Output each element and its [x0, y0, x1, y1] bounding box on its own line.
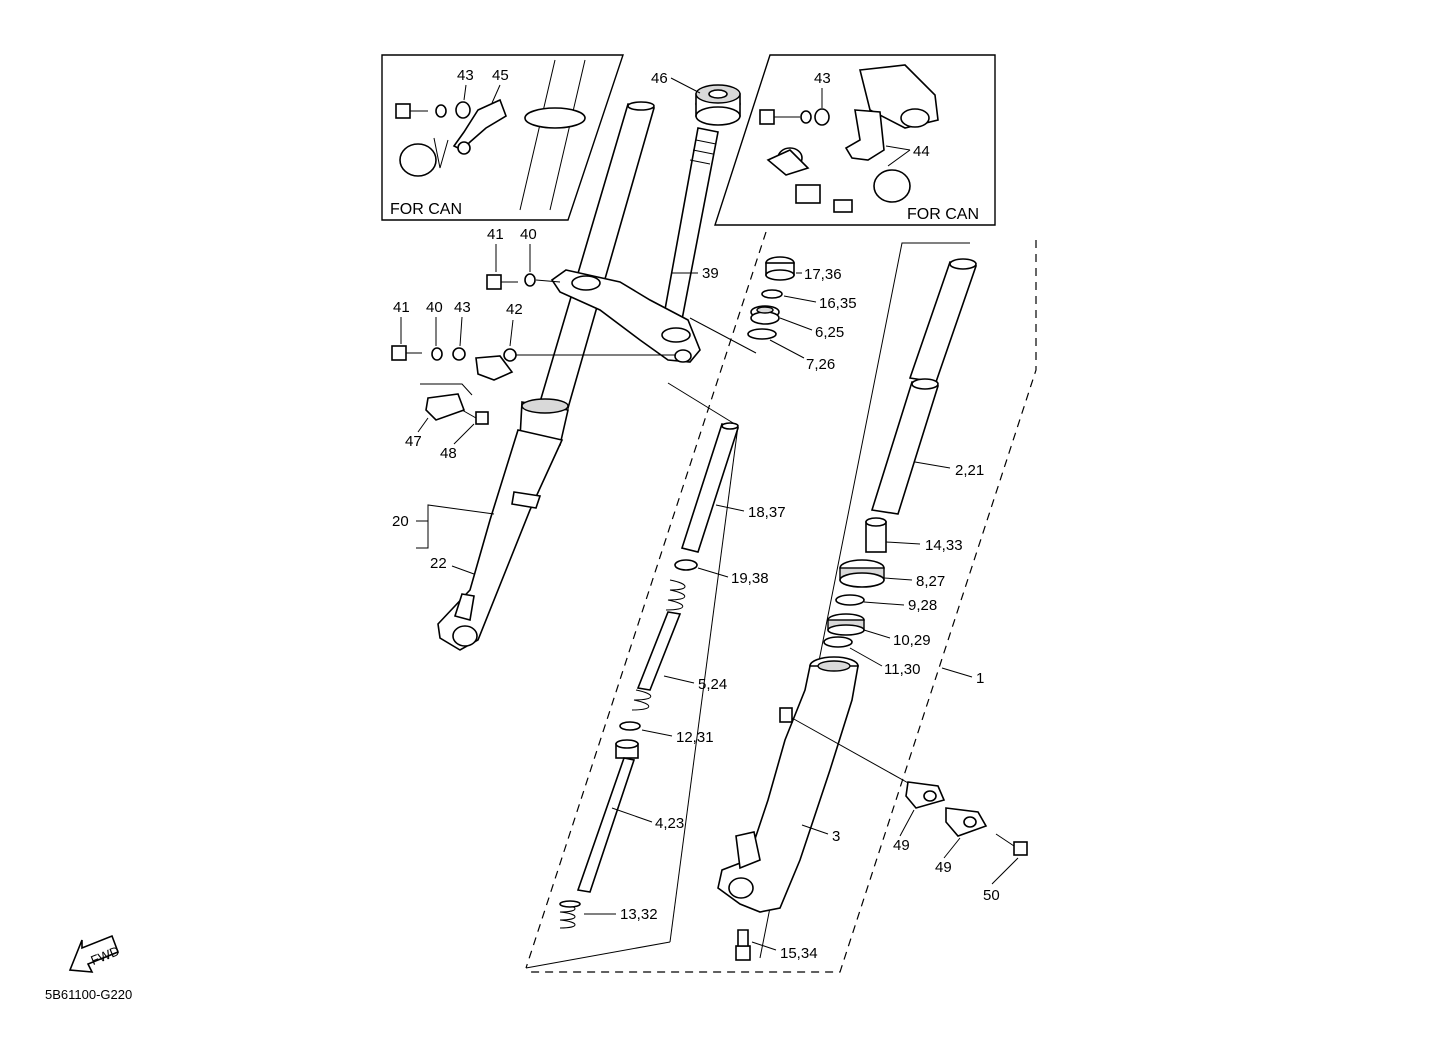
label-49a: 49: [893, 837, 910, 854]
label-18-37: 18,37: [748, 504, 786, 521]
left-fork-assembly: 39 20 22: [392, 101, 719, 651]
label-15-34: 15,34: [780, 945, 818, 962]
label-43a: 43: [457, 67, 474, 84]
label-5-24: 5,24: [698, 676, 727, 693]
label-16-35: 16,35: [819, 295, 857, 312]
label-41b: 41: [393, 299, 410, 316]
fwd-arrow-icon: FWD: [68, 934, 122, 973]
label-8-27: 8,27: [916, 573, 945, 590]
damper-internals-group: 17,36 16,35 6,25 7,26 18,37 19,38 5,24 1: [525, 231, 857, 969]
label-44: 44: [913, 143, 930, 160]
label-20: 20: [392, 513, 409, 530]
label-12-31: 12,31: [676, 729, 714, 746]
part-46-bearing: 46: [651, 70, 741, 126]
label-22: 22: [430, 555, 447, 572]
label-14-33: 14,33: [925, 537, 963, 554]
label-2-21: 2,21: [955, 462, 984, 479]
inset-left-caption: FOR CAN: [390, 201, 462, 218]
label-39: 39: [702, 265, 719, 282]
label-19-38: 19,38: [731, 570, 769, 587]
label-43b: 43: [814, 70, 831, 87]
label-4-23: 4,23: [655, 815, 684, 832]
label-40b: 40: [426, 299, 443, 316]
label-47: 47: [405, 433, 422, 450]
label-6-25: 6,25: [815, 324, 844, 341]
label-1: 1: [976, 670, 984, 687]
label-13-32: 13,32: [620, 906, 658, 923]
label-45: 45: [492, 67, 509, 84]
label-46: 46: [651, 70, 668, 87]
label-48: 48: [440, 445, 457, 462]
label-9-28: 9,28: [908, 597, 937, 614]
diagram-code: 5B61100-G220: [45, 987, 132, 1002]
label-11-30: 11,30: [884, 661, 920, 678]
label-3: 3: [832, 828, 840, 845]
label-40a: 40: [520, 226, 537, 243]
label-17-36: 17,36: [804, 266, 842, 283]
label-41a: 41: [487, 226, 504, 243]
part-47-48: 47 48: [405, 383, 489, 462]
label-42: 42: [506, 301, 523, 318]
bolts-and-washers: 41 40 41 40 43 42: [391, 226, 676, 381]
label-43c: 43: [454, 299, 471, 316]
label-50: 50: [983, 887, 1000, 904]
label-7-26: 7,26: [806, 356, 835, 373]
right-fork-group: 2,21 14,33 8,27 9,28 10,29 11,30 1: [526, 240, 1037, 973]
label-10-29: 10,29: [893, 632, 931, 649]
inset-right-caption: FOR CAN: [907, 206, 979, 223]
inset-right: FOR CAN 43 44: [714, 54, 996, 226]
label-49b: 49: [935, 859, 952, 876]
inset-left: FOR CAN 43 45: [381, 54, 624, 221]
